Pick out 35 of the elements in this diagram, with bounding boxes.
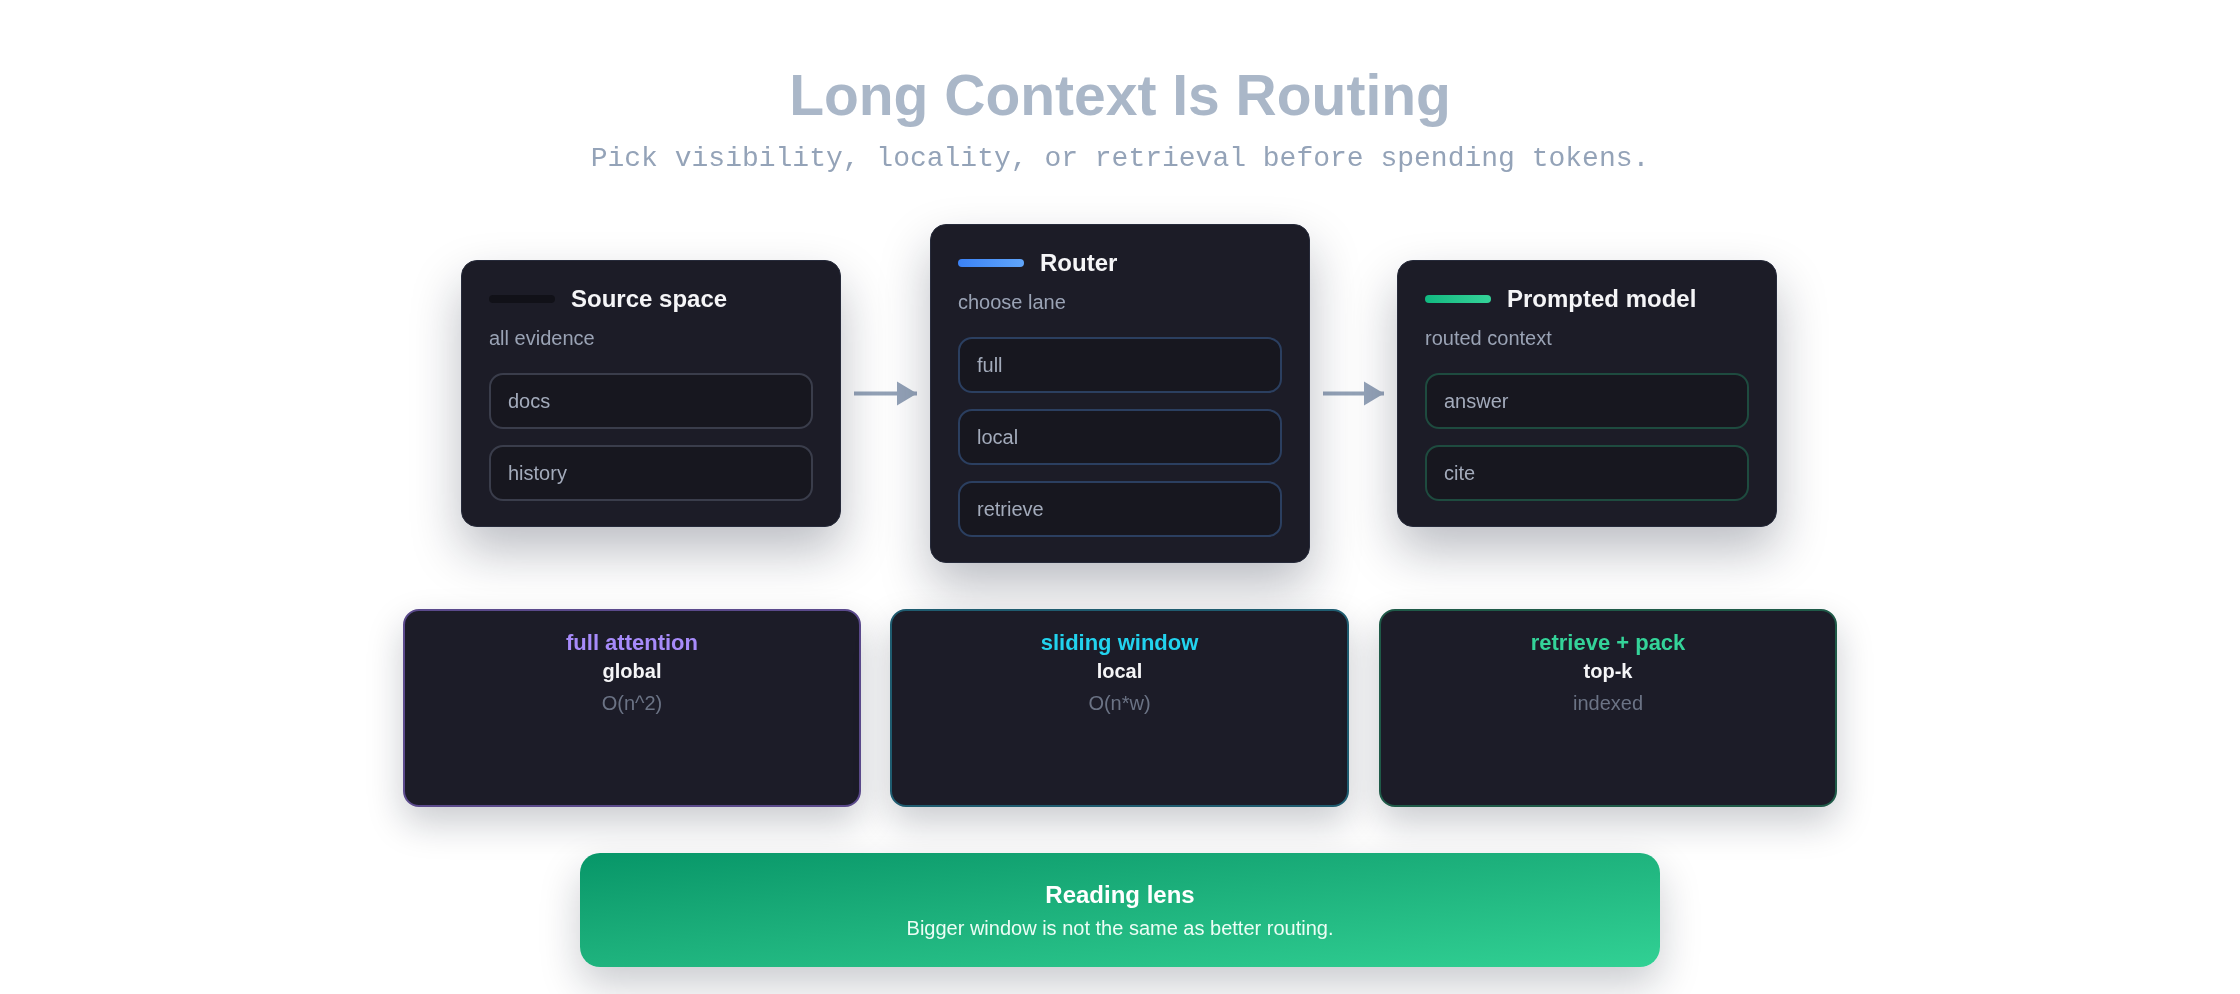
panel-card <box>1397 260 1777 527</box>
item-chip: answer <box>1425 373 1749 429</box>
card-title: retrieve + pack <box>1530 629 1686 657</box>
card-subtitle: choose lane <box>958 290 1066 314</box>
mode-card <box>1379 609 1837 807</box>
item-chip: docs <box>489 373 813 429</box>
summary-banner <box>580 853 1660 967</box>
panel-card <box>930 224 1310 563</box>
complexity-text: indexed <box>1572 691 1644 716</box>
complexity-text: O(n*w) <box>1088 691 1151 716</box>
card-title: sliding window <box>1040 629 1199 657</box>
item-chip: history <box>489 445 813 501</box>
mode-card <box>403 609 861 807</box>
card-title: full attention <box>566 629 698 657</box>
arrow <box>854 381 917 406</box>
scope-label: top-k <box>1583 659 1633 684</box>
card-title: Source space <box>571 285 728 313</box>
card-title: Router <box>1040 249 1118 277</box>
mode-card <box>890 609 1349 807</box>
item-chip: local <box>958 409 1282 465</box>
banner-title: Reading lens <box>1045 880 1195 910</box>
banner-text: Bigger window is not the same as better routing. <box>906 916 1334 941</box>
panel-card <box>461 260 841 527</box>
complexity-text: O(n^2) <box>601 691 663 716</box>
scope-label: local <box>1096 659 1143 684</box>
item-chip: full <box>958 337 1282 393</box>
arrow <box>1323 381 1384 406</box>
page-subtitle: Pick visibility, locality, or retrieval before spending tokens. <box>590 142 1650 176</box>
scope-label: global <box>602 659 662 684</box>
card-subtitle: all evidence <box>489 326 595 350</box>
item-chip: cite <box>1425 445 1749 501</box>
page-title: Long Context Is Routing <box>789 63 1451 127</box>
card-title: Prompted model <box>1507 285 1697 313</box>
card-subtitle: routed context <box>1425 326 1552 350</box>
item-chip: retrieve <box>958 481 1282 537</box>
